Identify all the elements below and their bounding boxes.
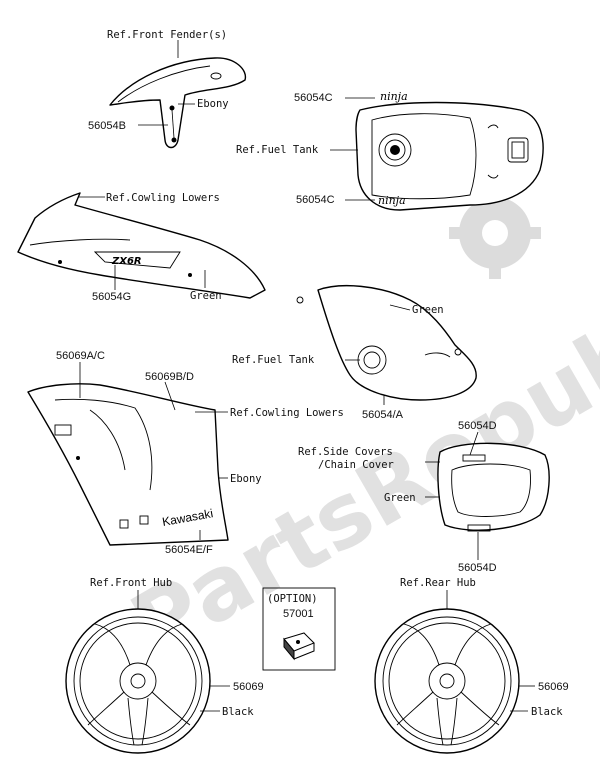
label-fuel-tank-2: Ref.Fuel Tank [232, 354, 315, 366]
label-56054g: 56054G [92, 291, 131, 303]
label-56069-left: 56069 [233, 681, 264, 693]
decal-ninja-top: ninja [380, 90, 408, 103]
cowling-lower-top: ZX6R [17, 192, 266, 299]
label-ebony-2: Ebony [230, 473, 262, 485]
label-56054c-bottom: 56054C [296, 194, 335, 206]
label-cowling-lowers-1: Ref.Cowling Lowers [106, 192, 220, 204]
label-fuel-tank-1: Ref.Fuel Tank [236, 144, 319, 156]
label-rear-hub: Ref.Rear Hub [400, 577, 476, 589]
label-56054d-bottom: 56054D [458, 562, 497, 574]
label-56069ac: 56069A/C [56, 350, 105, 362]
gear-icon [449, 187, 541, 279]
label-ebony-1: Ebony [197, 98, 229, 110]
label-56054ef: 56054E/F [165, 544, 213, 556]
label-56069bd: 56069B/D [145, 371, 194, 383]
label-56054d-top: 56054D [458, 420, 497, 432]
label-option: (OPTION) [267, 593, 318, 605]
label-green-2: Green [412, 304, 444, 316]
front-fender [109, 57, 247, 149]
rear-wheel [374, 608, 520, 754]
label-green-1: Green [190, 290, 222, 302]
label-cowling-lowers-2: Ref.Cowling Lowers [230, 407, 344, 419]
decal-zx6r: ZX6R [111, 256, 142, 267]
label-green-3: Green [384, 492, 416, 504]
label-56054a: 56054/A [362, 409, 404, 421]
label-front-fender: Ref.Front Fender(s) [107, 29, 227, 41]
label-56054c-top: 56054C [294, 92, 333, 104]
label-front-hub: Ref.Front Hub [90, 577, 172, 589]
cowling-main: Kawasaki [27, 383, 229, 546]
fuel-tank-top: ninja ninja [355, 90, 544, 211]
tool-icon [283, 632, 315, 661]
tank-cover [296, 285, 477, 401]
label-black-left: Black [222, 706, 254, 718]
label-black-right: Black [531, 706, 563, 718]
label-57001: 57001 [283, 608, 314, 620]
label-chain-cover: /Chain Cover [318, 459, 394, 471]
front-wheel [65, 608, 211, 754]
label-56069-right: 56069 [538, 681, 569, 693]
label-56054b: 56054B [88, 120, 126, 132]
seat-cowl [437, 442, 550, 532]
label-side-covers: Ref.Side Covers [298, 446, 393, 458]
option-box: (OPTION) 57001 [262, 587, 336, 671]
decal-ninja-bottom: ninja [378, 194, 406, 207]
